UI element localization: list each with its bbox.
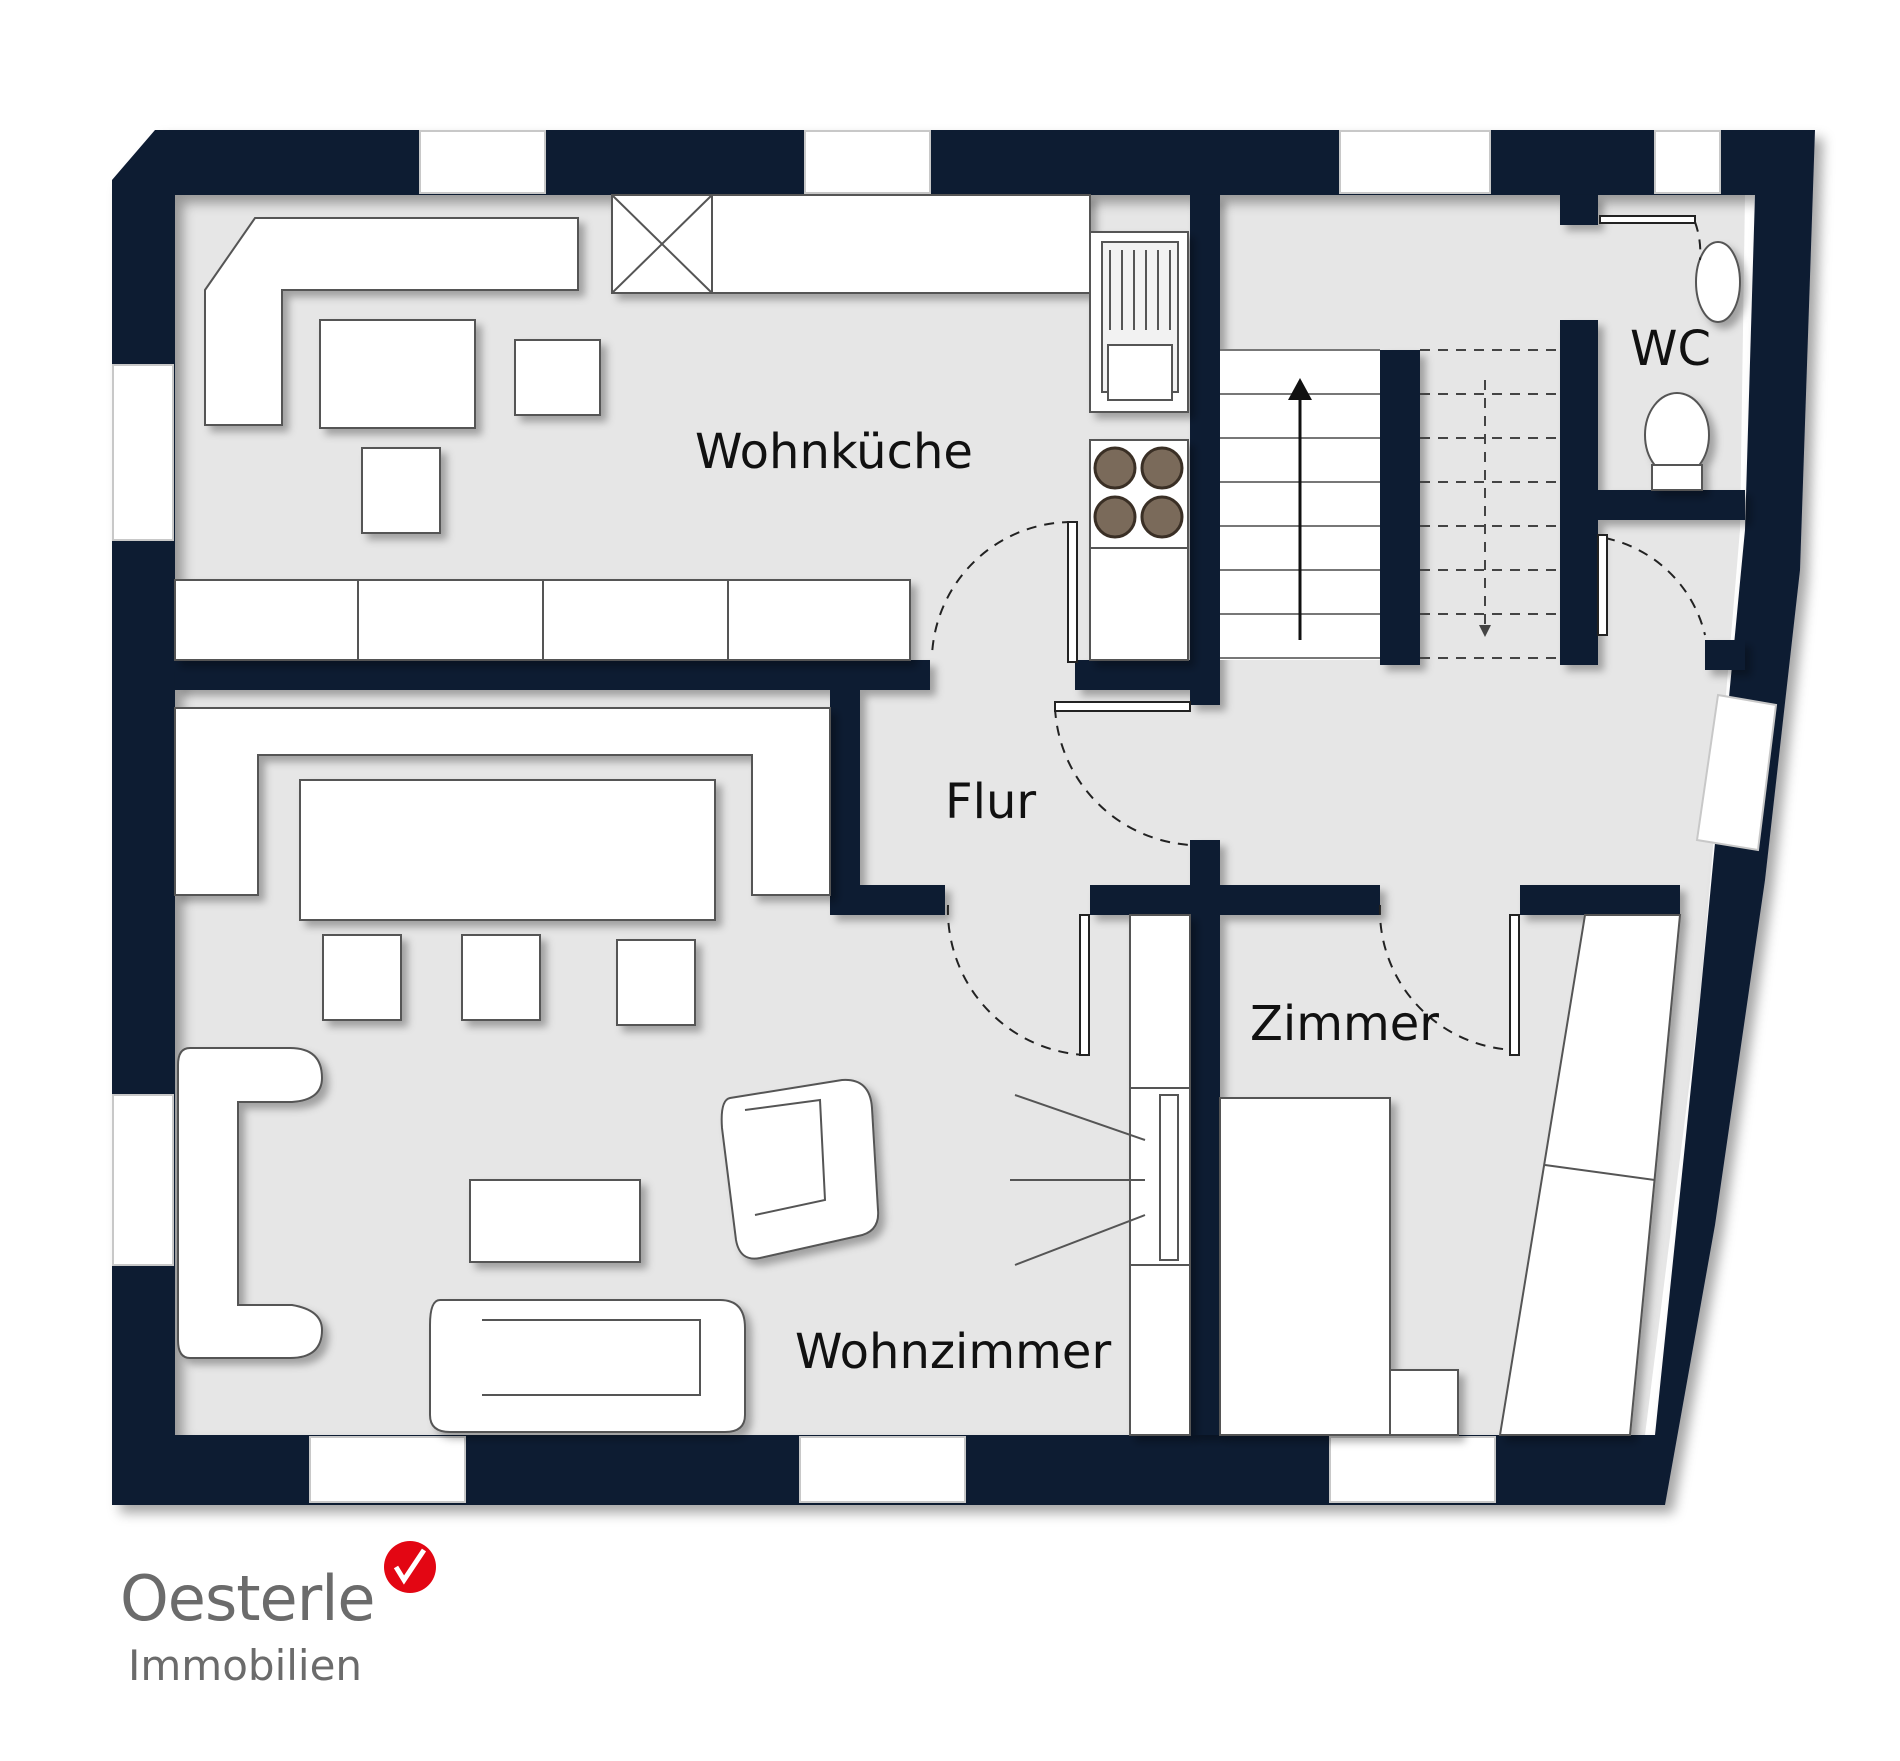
armchair (720, 1078, 880, 1260)
door-swing-living (946, 904, 1086, 1056)
interior-walls (175, 195, 1745, 1435)
room-label-wohnkueche: Wohnküche (695, 424, 973, 480)
room-label-zimmer: Zimmer (1250, 996, 1439, 1052)
burner (1140, 446, 1184, 490)
chair (616, 939, 696, 1026)
doors (931, 215, 1706, 1056)
wc-fixtures (1644, 241, 1741, 491)
wardrobe (1498, 914, 1682, 1436)
door-swing-stair (1054, 707, 1191, 846)
window (1329, 1436, 1496, 1503)
dining-table (319, 319, 476, 429)
furniture-details (482, 1087, 1190, 1396)
door-stair (1054, 701, 1191, 712)
wall-wc-west-top (1560, 195, 1598, 225)
nightstand (1389, 1369, 1459, 1436)
staircase (1220, 349, 1560, 660)
kitchen-furniture (174, 194, 1189, 661)
wall-hall-center (1090, 885, 1380, 915)
window (419, 130, 546, 194)
window (309, 1436, 466, 1503)
toilet-tank (1651, 464, 1703, 491)
logo-name: Oesterle (120, 1562, 375, 1635)
wall-wc-east-stub (1705, 640, 1745, 670)
wall-stair-west (1380, 350, 1420, 665)
logo-subtitle: Immobilien (128, 1641, 362, 1690)
sofa-left (177, 1047, 324, 1359)
door-swing-kitchen (931, 520, 1073, 656)
window (804, 130, 931, 194)
wall-wc-south (1560, 490, 1745, 520)
room-label-wc: WC (1630, 321, 1711, 377)
chair (461, 934, 541, 1021)
wall-zimmer-north-east (1520, 885, 1680, 915)
logo-check-icon (393, 1548, 427, 1585)
window (1339, 130, 1491, 194)
door-kitchen (1067, 521, 1078, 663)
stove-burners (1093, 446, 1184, 539)
room-label-flur: Flur (945, 774, 1036, 830)
wardrobe-divider (1544, 1164, 1656, 1181)
living-furniture (174, 707, 1191, 1436)
window (112, 1094, 174, 1266)
burner (1093, 446, 1137, 490)
bench-wall (174, 707, 831, 896)
chair (361, 447, 441, 534)
company-logo: Oesterle Immobilien (120, 1541, 436, 1690)
door-zimmer (1509, 914, 1520, 1056)
wall-kitchen-east-stub (1075, 660, 1220, 690)
window (1654, 130, 1721, 194)
washbasin (1695, 241, 1741, 323)
room-label-wohnzimmer: Wohnzimmer (795, 1324, 1111, 1380)
door-living (1079, 914, 1090, 1056)
counter-lower (1089, 547, 1189, 661)
wall-kitchen-east (1190, 195, 1220, 705)
windows (112, 130, 1778, 1503)
sofa-bottom (429, 1299, 746, 1433)
wall-zimmer-west (1190, 840, 1220, 1435)
door-wc-top (1599, 215, 1696, 224)
window (799, 1436, 966, 1503)
door-swing-wc (1604, 537, 1706, 636)
dining-table-large (299, 779, 716, 921)
chair (322, 934, 402, 1021)
zimmer-furniture (1219, 914, 1682, 1436)
wall-living-door-top (830, 885, 945, 915)
window (112, 364, 174, 541)
door-wc (1597, 534, 1608, 636)
arrow-head (1288, 378, 1312, 400)
window (1695, 693, 1778, 852)
counter-top (711, 194, 1091, 294)
wall-living-east-upper (830, 690, 860, 910)
burner (1140, 495, 1184, 539)
door-swing-zimmer (1378, 904, 1516, 1051)
kitchen-details (357, 194, 1179, 660)
coffee-table (469, 1179, 641, 1263)
corner-bench (204, 217, 579, 426)
wall-kitchen-south (175, 660, 930, 690)
burner (1093, 495, 1137, 539)
bed (1219, 1097, 1391, 1436)
chair (514, 339, 601, 416)
